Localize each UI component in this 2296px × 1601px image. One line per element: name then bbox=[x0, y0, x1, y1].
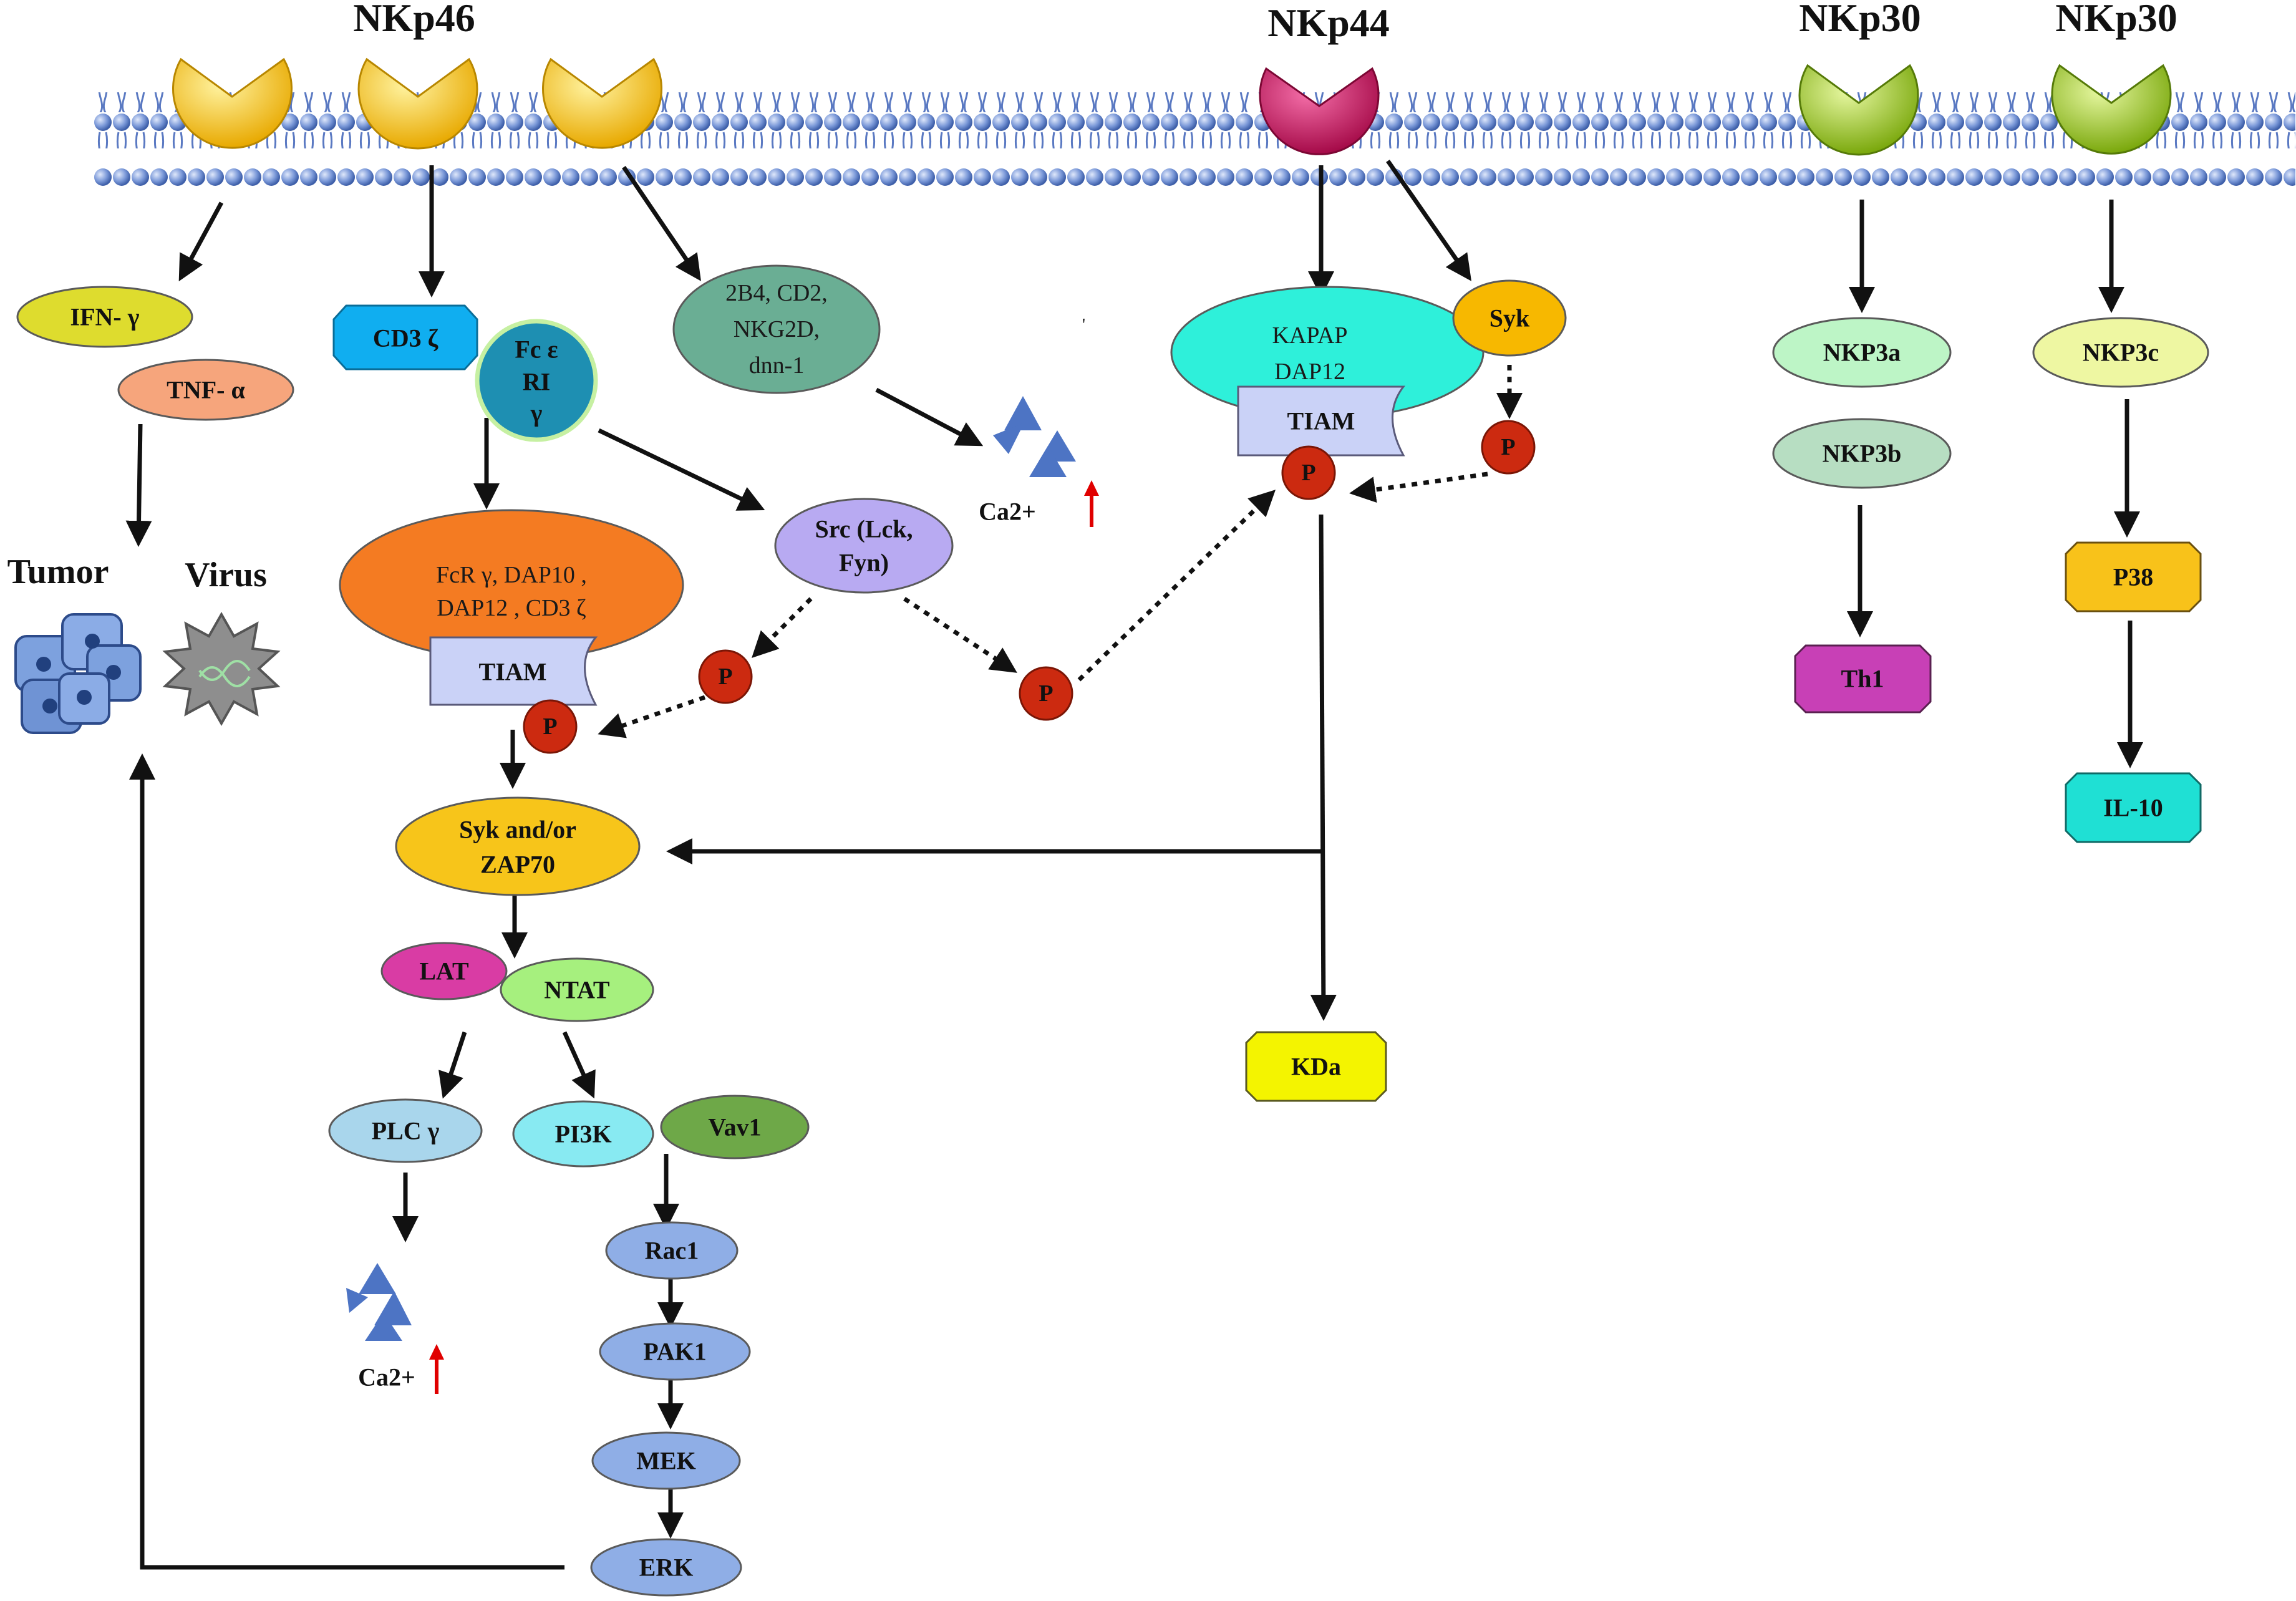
receptor-label-nkp46: NKp46 bbox=[353, 0, 475, 40]
svg-text:PLC γ: PLC γ bbox=[372, 1117, 440, 1145]
svg-text:TIAM: TIAM bbox=[1287, 407, 1355, 435]
svg-text:DAP12: DAP12 bbox=[1274, 359, 1345, 385]
pathway-arrows bbox=[125, 160, 2143, 1570]
svg-text:IL-10: IL-10 bbox=[2103, 794, 2163, 822]
calcium-bottom-label: Ca2+ bbox=[358, 1363, 415, 1391]
tiam-right-node: TIAM bbox=[1237, 385, 1406, 457]
svg-text:P: P bbox=[718, 664, 732, 690]
nkp3a-node: NKP3a bbox=[1772, 317, 1952, 388]
pi3k-node: PI3K bbox=[512, 1100, 654, 1168]
phospho-dot-src-right: P bbox=[1019, 666, 1073, 721]
svg-text:Syk and/or: Syk and/or bbox=[459, 816, 576, 844]
svg-text:P: P bbox=[1301, 460, 1315, 486]
kapap-dap12-node: KAPAP DAP12 bbox=[1170, 286, 1485, 419]
il10-node: IL-10 bbox=[2065, 772, 2202, 843]
syk-zap70-node: Syk and/or ZAP70 bbox=[395, 796, 641, 896]
p38-node: P38 bbox=[2065, 541, 2202, 612]
phospho-dot-syk: P bbox=[1481, 420, 1536, 475]
coreceptors-node: 2B4, CD2, NKG2D, dnn-1 bbox=[672, 264, 881, 394]
receptor-label-nkp30-b: NKp30 bbox=[2055, 0, 2177, 40]
nkp44-receptor bbox=[1259, 67, 1380, 155]
mek-node: MEK bbox=[591, 1431, 741, 1490]
tnf-alpha-node: TNF- α bbox=[117, 359, 294, 421]
svg-text:PAK1: PAK1 bbox=[643, 1338, 706, 1366]
svg-text:CD3 ζ: CD3 ζ bbox=[373, 324, 438, 352]
svg-text:RI: RI bbox=[523, 368, 550, 396]
syk-node: Syk bbox=[1452, 279, 1567, 357]
erk-node: ERK bbox=[590, 1538, 742, 1597]
calcium-bottom-icon bbox=[346, 1263, 412, 1341]
ifn-gamma-node: IFN- γ bbox=[16, 286, 193, 348]
svg-text:Th1: Th1 bbox=[1841, 665, 1884, 693]
phospho-dot-src-left: P bbox=[698, 649, 753, 704]
svg-text:IFN- γ: IFN- γ bbox=[70, 303, 140, 331]
calcium-top-label: Ca2+ bbox=[979, 498, 1036, 526]
svg-text:Fc ε: Fc ε bbox=[515, 336, 558, 364]
pak1-node: PAK1 bbox=[599, 1322, 751, 1381]
svg-text:DAP12 , CD3 ζ: DAP12 , CD3 ζ bbox=[437, 595, 586, 621]
kda-node: KDa bbox=[1245, 1031, 1387, 1102]
vav1-node: Vav1 bbox=[660, 1095, 810, 1159]
svg-text:Syk: Syk bbox=[1489, 304, 1530, 332]
tumor-cells-icon bbox=[14, 613, 142, 734]
receptor-label-nkp44: NKp44 bbox=[1267, 1, 1390, 45]
nkp30-receptor-b bbox=[2051, 64, 2172, 155]
svg-text:γ: γ bbox=[530, 399, 543, 427]
ntat-node: NTAT bbox=[500, 957, 654, 1022]
svg-text:NTAT: NTAT bbox=[544, 976, 610, 1004]
svg-text:NKP3a: NKP3a bbox=[1823, 339, 1901, 367]
svg-text:NKG2D,: NKG2D, bbox=[734, 316, 820, 342]
svg-text:Fyn): Fyn) bbox=[839, 549, 889, 577]
src-lck-fyn-node: Src (Lck, Fyn) bbox=[774, 498, 954, 594]
virus-icon bbox=[162, 611, 281, 727]
cd3-zeta-node: CD3 ζ bbox=[332, 304, 478, 370]
th1-node: Th1 bbox=[1794, 644, 1932, 713]
svg-text:ERK: ERK bbox=[639, 1554, 694, 1582]
plc-gamma-node: PLC γ bbox=[328, 1098, 483, 1163]
nkp46-receptor-2 bbox=[357, 57, 478, 150]
svg-text:Vav1: Vav1 bbox=[708, 1113, 761, 1141]
svg-text:ZAP70: ZAP70 bbox=[480, 851, 555, 879]
svg-text:P: P bbox=[1501, 434, 1515, 460]
svg-text:P38: P38 bbox=[2113, 563, 2153, 591]
virus-label: Virus bbox=[185, 556, 267, 594]
svg-text:P: P bbox=[543, 713, 557, 740]
phospho-dot-tiam-left: P bbox=[523, 699, 578, 754]
tumor-label: Tumor bbox=[7, 553, 109, 591]
receptor-label-nkp30-a: NKp30 bbox=[1799, 0, 1921, 40]
svg-text:NKP3c: NKP3c bbox=[2083, 339, 2159, 367]
calcium-top-icon bbox=[993, 396, 1076, 477]
nkp30-receptor-a bbox=[1798, 64, 1919, 156]
tiam-left-node: TIAM bbox=[429, 636, 598, 706]
lat-node: LAT bbox=[380, 942, 508, 1000]
stray-mark: ' bbox=[1082, 316, 1085, 335]
svg-text:KDa: KDa bbox=[1291, 1053, 1341, 1081]
calcium-increase-arrow-bottom bbox=[429, 1344, 444, 1394]
svg-text:Rac1: Rac1 bbox=[645, 1237, 699, 1265]
svg-text:NKP3b: NKP3b bbox=[1823, 440, 1902, 468]
svg-text:Src (Lck,: Src (Lck, bbox=[815, 515, 913, 543]
svg-text:dnn-1: dnn-1 bbox=[749, 352, 805, 379]
calcium-increase-arrow-top bbox=[1084, 480, 1099, 527]
nkp46-receptor-1 bbox=[172, 57, 293, 149]
cell-membrane bbox=[94, 92, 2295, 198]
svg-text:PI3K: PI3K bbox=[555, 1120, 611, 1148]
svg-text:MEK: MEK bbox=[636, 1447, 696, 1475]
nkp3b-node: NKP3b bbox=[1772, 418, 1952, 489]
fc-epsilon-ri-gamma-node: Fc ε RI γ bbox=[475, 319, 598, 442]
svg-text:LAT: LAT bbox=[419, 957, 469, 985]
svg-text:TNF- α: TNF- α bbox=[167, 376, 245, 404]
svg-text:P: P bbox=[1039, 680, 1053, 707]
rac1-node: Rac1 bbox=[605, 1221, 739, 1280]
svg-text:TIAM: TIAM bbox=[479, 658, 547, 686]
phospho-dot-tiam-right: P bbox=[1281, 445, 1336, 500]
nkp3c-node: NKP3c bbox=[2032, 317, 2209, 388]
svg-text:FcR γ, DAP10 ,: FcR γ, DAP10 , bbox=[436, 562, 587, 588]
svg-text:2B4, CD2,: 2B4, CD2, bbox=[725, 280, 828, 306]
nkp46-receptor-3 bbox=[542, 57, 662, 149]
svg-text:KAPAP: KAPAP bbox=[1272, 322, 1347, 349]
